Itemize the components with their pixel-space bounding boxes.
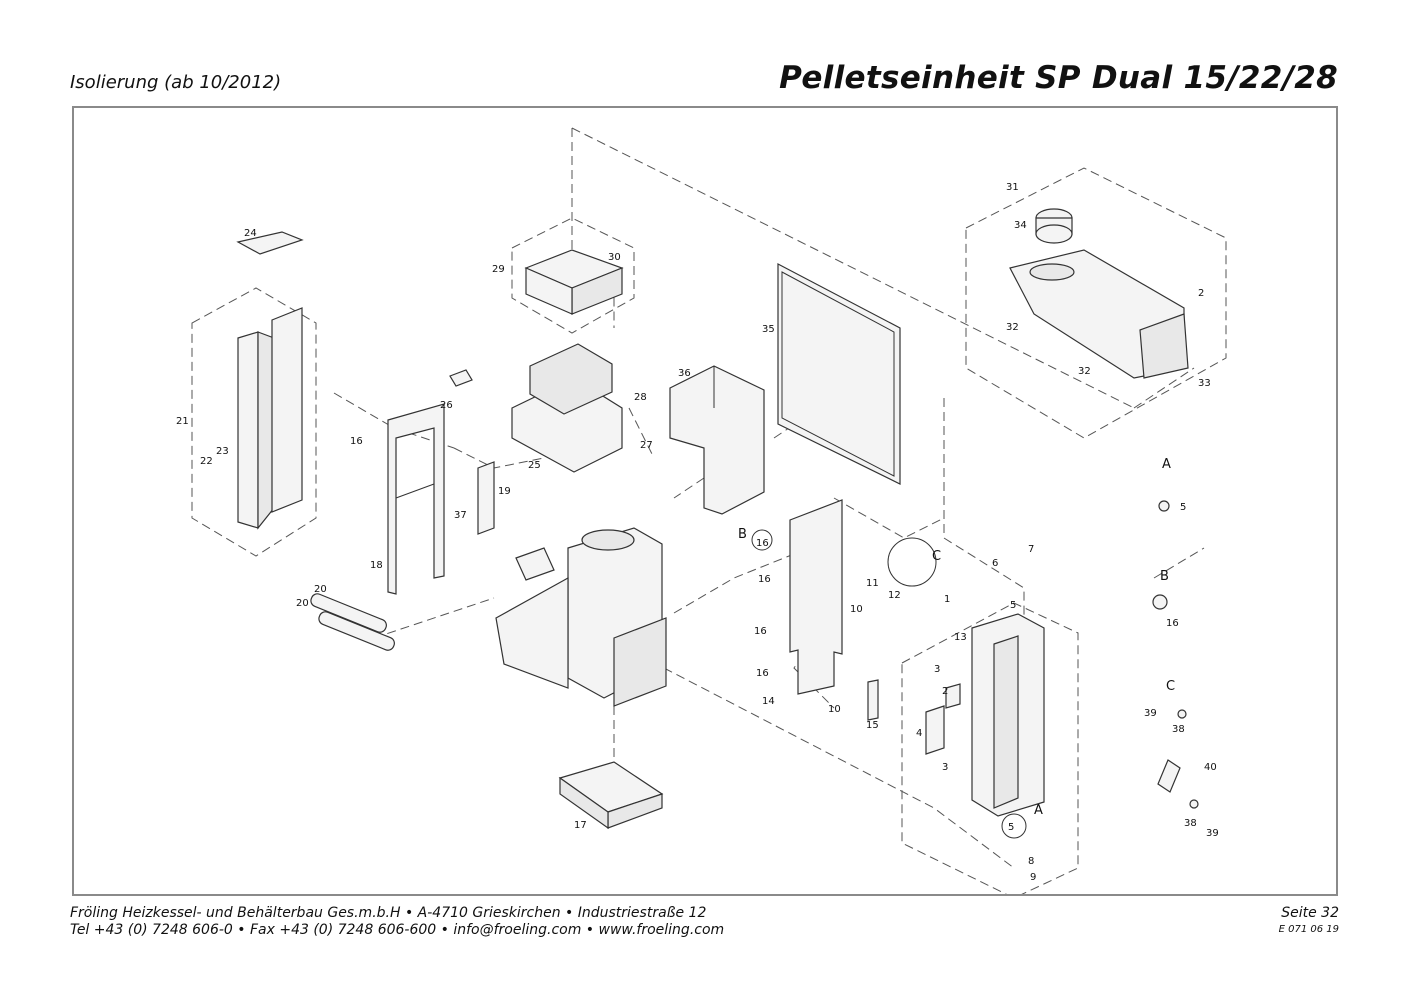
detail-circle-a	[1001, 813, 1027, 839]
callout-2: 2	[1198, 288, 1204, 299]
callout-16a: 16	[350, 436, 363, 447]
burner-unit	[495, 527, 667, 707]
part-21-side-panel	[237, 307, 303, 530]
callout-10a: 10	[850, 604, 863, 615]
callout-7: 7	[1028, 544, 1034, 555]
callout-39a: 39	[1144, 708, 1157, 719]
callout-24: 24	[244, 228, 257, 239]
callout-28: 28	[634, 392, 647, 403]
detail-label-a-top: A	[1162, 457, 1171, 472]
callout-30: 30	[608, 252, 621, 263]
part-19-duct	[477, 461, 495, 535]
part-35-panel	[777, 263, 901, 485]
callout-4: 4	[916, 728, 922, 739]
page-subtitle: Isolierung (ab 10/2012)	[70, 72, 282, 93]
callout-23: 23	[216, 446, 229, 457]
callout-22: 22	[200, 456, 213, 467]
callout-19: 19	[498, 486, 511, 497]
callout-25: 25	[528, 460, 541, 471]
document-code: E 071 06 19	[1278, 924, 1339, 935]
exploded-view-diagram: 31 34 2 32 32 33 24 29 30 35 36 21 22 23…	[176, 127, 1227, 894]
callout-20b: 20	[296, 598, 309, 609]
callout-16c: 16	[758, 574, 771, 585]
callout-5a: 5	[1010, 600, 1016, 611]
detail-label-b-right: B	[1160, 569, 1169, 584]
part-31-top-unit	[1009, 208, 1189, 379]
part-36-insulation	[669, 365, 765, 515]
callout-36: 36	[678, 368, 691, 379]
callout-5b: 5	[1008, 822, 1014, 833]
callout-32b: 32	[1078, 366, 1091, 377]
detail-label-c-top: C	[932, 549, 941, 564]
callout-16b: 16	[756, 538, 769, 549]
callout-15: 15	[866, 720, 879, 731]
footer-address: Fröling Heizkessel- und Behälterbau Ges.…	[70, 905, 707, 921]
callout-12: 12	[888, 590, 901, 601]
detail-circle-b	[751, 529, 773, 551]
part-20-rollers	[310, 593, 395, 651]
detail-label-c-right: C	[1166, 679, 1175, 694]
callout-35: 35	[762, 324, 775, 335]
callout-33: 33	[1198, 378, 1211, 389]
callout-3b: 3	[942, 762, 948, 773]
part-24-panel	[236, 231, 304, 255]
assembly-guides	[191, 127, 1227, 894]
callout-38a: 38	[1172, 724, 1185, 735]
callout-9: 9	[1030, 872, 1036, 883]
callout-26: 26	[440, 400, 453, 411]
drawing-frame: 31 34 2 32 32 33 24 29 30 35 36 21 22 23…	[72, 106, 1338, 896]
callout-29: 29	[492, 264, 505, 275]
callout-34: 34	[1014, 220, 1027, 231]
callout-3a: 3	[934, 664, 940, 675]
callout-31: 31	[1006, 182, 1019, 193]
callout-2b: 2	[942, 686, 948, 697]
callout-6: 6	[992, 558, 998, 569]
part-29-cover	[524, 249, 624, 315]
detail-parts	[1152, 500, 1199, 809]
callout-27: 27	[640, 440, 653, 451]
detail-label-a-bottom: A	[1034, 803, 1043, 818]
callout-1: 1	[944, 594, 950, 605]
detail-label-b-top: B	[738, 527, 747, 542]
detail-circle-c	[887, 537, 937, 587]
callout-11: 11	[866, 578, 879, 589]
callout-16e: 16	[756, 668, 769, 679]
callout-numbers: 31 34 2 32 32 33 24 29 30 35 36 21 22 23…	[176, 182, 1219, 883]
callout-10b: 10	[828, 704, 841, 715]
callout-39b: 39	[1206, 828, 1219, 839]
callout-13: 13	[954, 632, 967, 643]
callout-17: 17	[574, 820, 587, 831]
callout-8: 8	[1028, 856, 1034, 867]
footer-contact: Tel +43 (0) 7248 606-0 • Fax +43 (0) 724…	[70, 922, 725, 938]
callout-16d: 16	[754, 626, 767, 637]
page-number: Seite 32	[1281, 905, 1339, 921]
callout-16f: 16	[1166, 618, 1179, 629]
callout-38b: 38	[1184, 818, 1197, 829]
callout-14: 14	[762, 696, 775, 707]
detail-letters: A B C B C A	[738, 457, 1175, 818]
callout-21: 21	[176, 416, 189, 427]
page-title: Pelletseinheit SP Dual 15/22/28	[779, 60, 1338, 96]
callout-37: 37	[454, 510, 467, 521]
callout-32a: 32	[1006, 322, 1019, 333]
callout-5c: 5	[1180, 502, 1186, 513]
callout-40: 40	[1204, 762, 1217, 773]
part-14-plate	[789, 499, 843, 695]
part-25-control-tray	[449, 343, 623, 473]
part-18-frame	[387, 403, 445, 595]
part-1-door	[867, 613, 1045, 817]
callout-18: 18	[370, 560, 383, 571]
callout-20a: 20	[314, 584, 327, 595]
